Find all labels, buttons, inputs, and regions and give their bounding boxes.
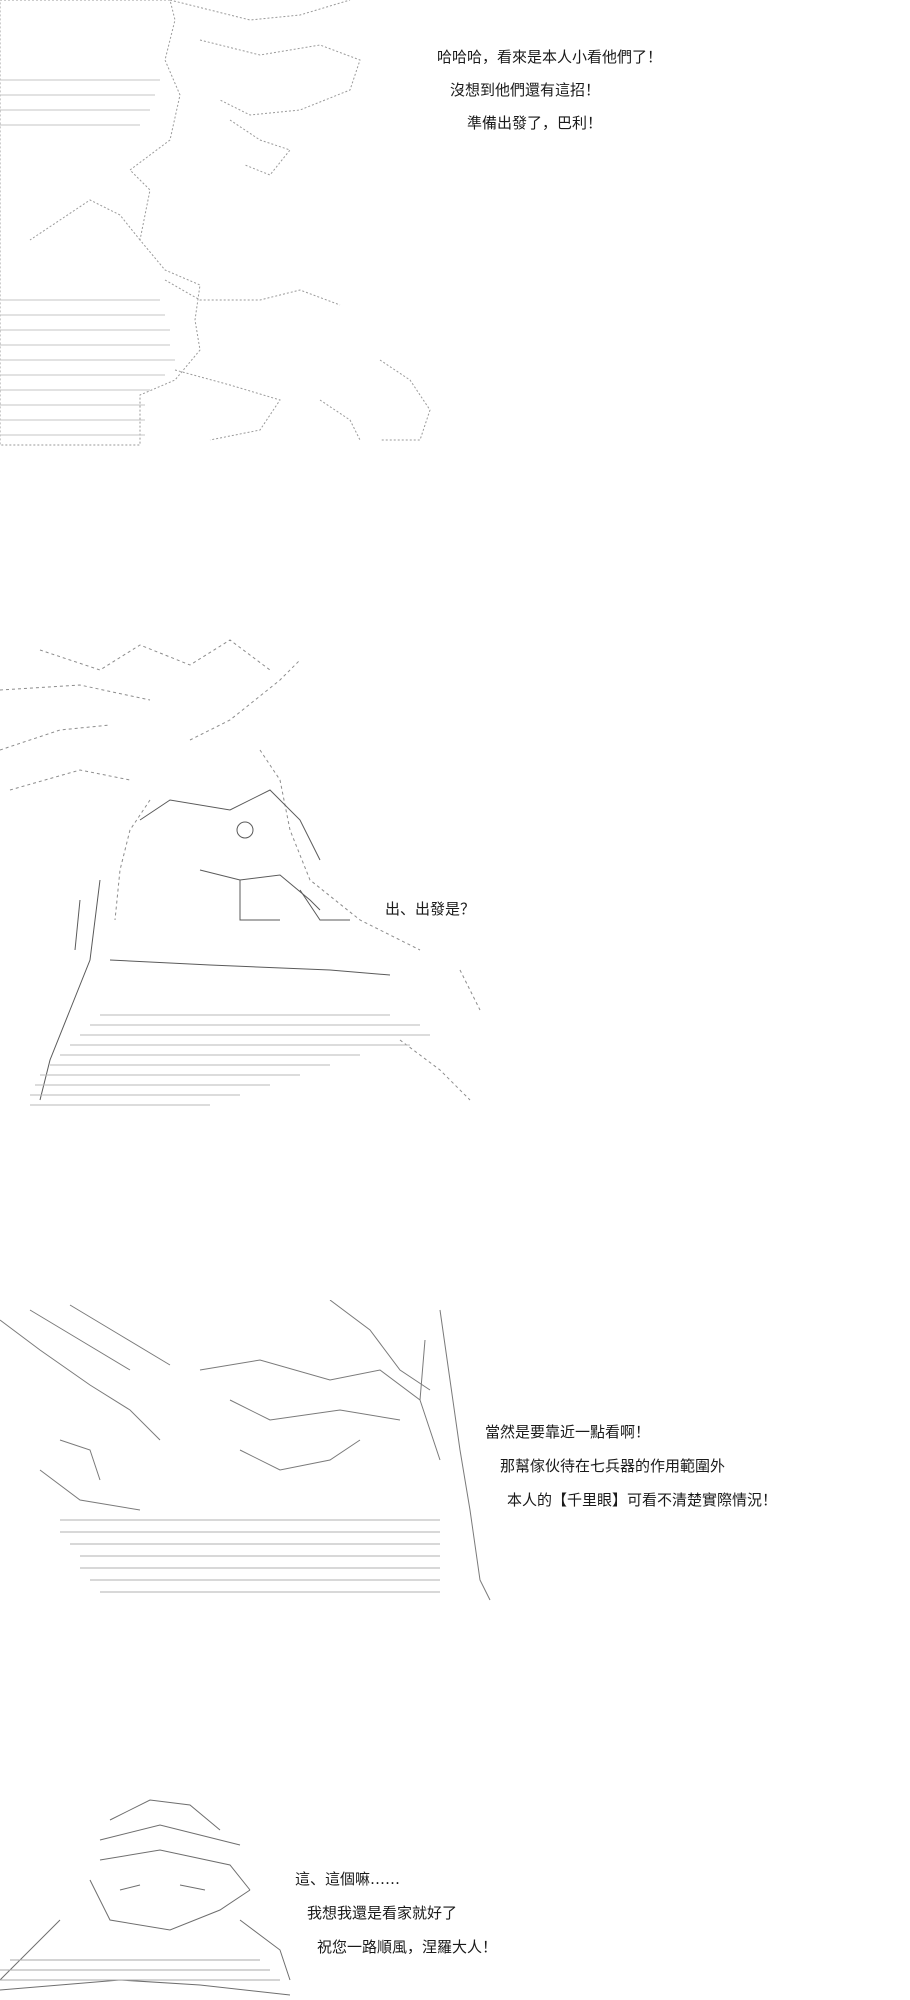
dialogue-line: 當然是要靠近一點看啊！ [485, 1423, 651, 1441]
dialogue-line: 沒想到他們還有這招！ [450, 80, 601, 99]
dialogue-line: 祝您一路順風，涅羅大人！ [317, 1937, 498, 1956]
panel-2: 出、出發是？ [0, 630, 910, 1120]
ascii-art-sweating-servant [0, 1799, 291, 1996]
dialogue-line: 我想我還是看家就好了 [307, 1903, 458, 1922]
ascii-art-startled-figure [0, 639, 481, 1106]
dialogue-line: 這、這個嘛…… [295, 1870, 401, 1888]
ascii-art-character-pointing [0, 0, 431, 446]
dialogue-group: 哈哈哈，看來是本人小看他們了！ 沒想到他們還有這招！ 準備出發了，巴利！ [437, 48, 662, 132]
panel-1: 哈哈哈，看來是本人小看他們了！ 沒想到他們還有這招！ 準備出發了，巴利！ [0, 0, 910, 460]
dialogue-line: 出、出發是？ [385, 900, 476, 918]
panel-4: 這、這個嘛…… 我想我還是看家就好了 祝您一路順風，涅羅大人！ [0, 1790, 910, 2000]
dialogue-line: 本人的【千里眼】可看不清楚實際情況！ [507, 1490, 778, 1509]
ascii-art-lord-in-throne [0, 1300, 491, 1601]
panel-3: 當然是要靠近一點看啊！ 那幫傢伙待在七兵器的作用範圍外 本人的【千里眼】可看不清… [0, 1300, 910, 1630]
dialogue-group: 這、這個嘛…… 我想我還是看家就好了 祝您一路順風，涅羅大人！ [295, 1870, 497, 1956]
dialogue-group: 出、出發是？ [385, 900, 475, 919]
dialogue-group: 當然是要靠近一點看啊！ 那幫傢伙待在七兵器的作用範圍外 本人的【千里眼】可看不清… [485, 1423, 777, 1509]
dialogue-line: 哈哈哈，看來是本人小看他們了！ [437, 48, 663, 66]
dialogue-line: 準備出發了，巴利！ [467, 113, 603, 132]
dialogue-line: 那幫傢伙待在七兵器的作用範圍外 [500, 1456, 726, 1475]
